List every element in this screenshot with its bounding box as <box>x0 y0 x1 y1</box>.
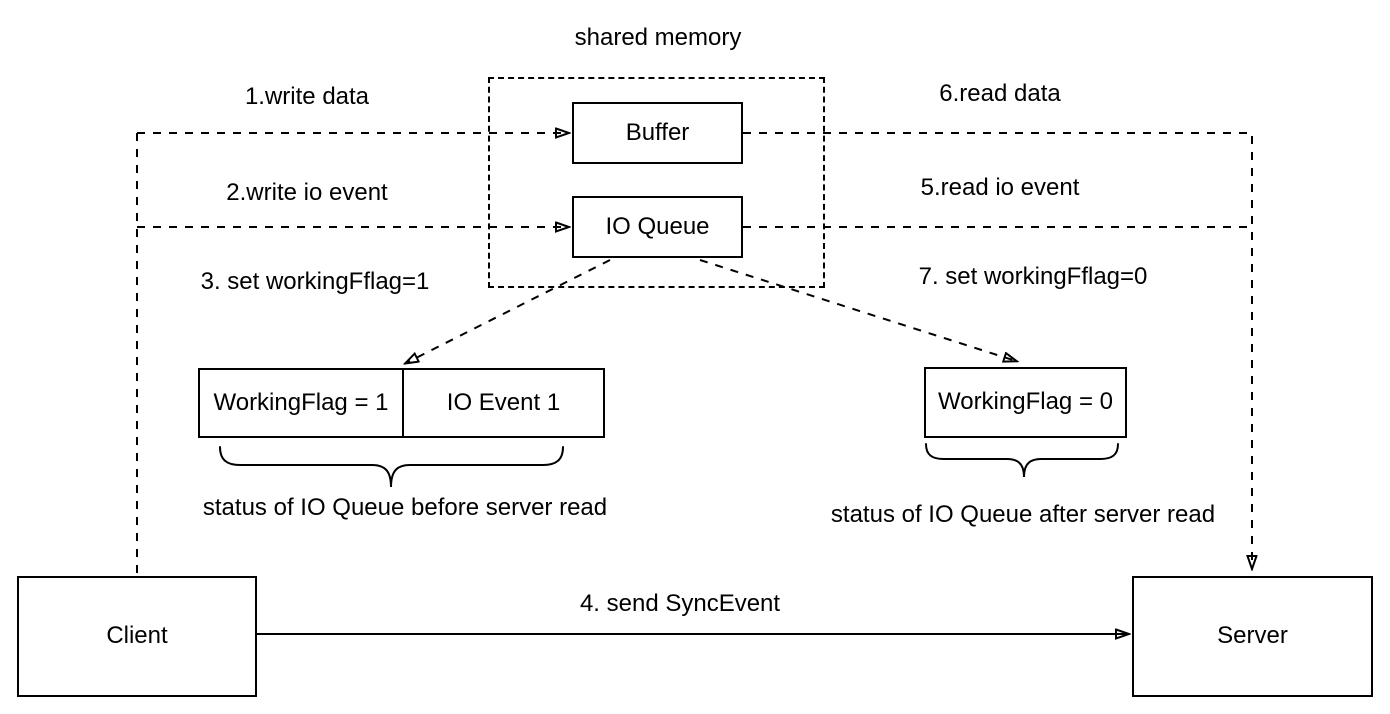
node-workingflag-1: WorkingFlag = 1 <box>198 368 404 438</box>
shared-memory-group <box>488 77 825 288</box>
node-io-event-1: IO Event 1 <box>402 368 605 438</box>
brace-before-read <box>219 446 564 488</box>
brace-after-read <box>925 443 1119 478</box>
node-io-queue: IO Queue <box>572 196 743 258</box>
edge-set-workingflag-0 <box>699 259 1016 361</box>
annotation-before-read: status of IO Queue before server read <box>202 493 608 521</box>
node-workingflag-0: WorkingFlag = 0 <box>924 367 1127 438</box>
edge-set-workingflag-1 <box>406 259 611 363</box>
node-server: Server <box>1132 576 1373 697</box>
annotation-after-read: status of IO Queue after server read <box>830 500 1216 528</box>
label-read-data: 6.read data <box>939 79 1061 107</box>
label-write-io-event: 2.write io event <box>226 178 388 206</box>
node-client: Client <box>17 576 257 697</box>
shared-memory-title: shared memory <box>574 23 742 51</box>
label-set-workingflag-0: 7. set workingFflag=0 <box>918 262 1148 290</box>
label-read-io-event: 5.read io event <box>920 173 1080 201</box>
label-set-workingflag-1: 3. set workingFflag=1 <box>200 267 430 295</box>
label-write-data: 1.write data <box>244 82 370 110</box>
label-send-syncevent: 4. send SyncEvent <box>579 589 781 617</box>
node-buffer: Buffer <box>572 102 743 164</box>
